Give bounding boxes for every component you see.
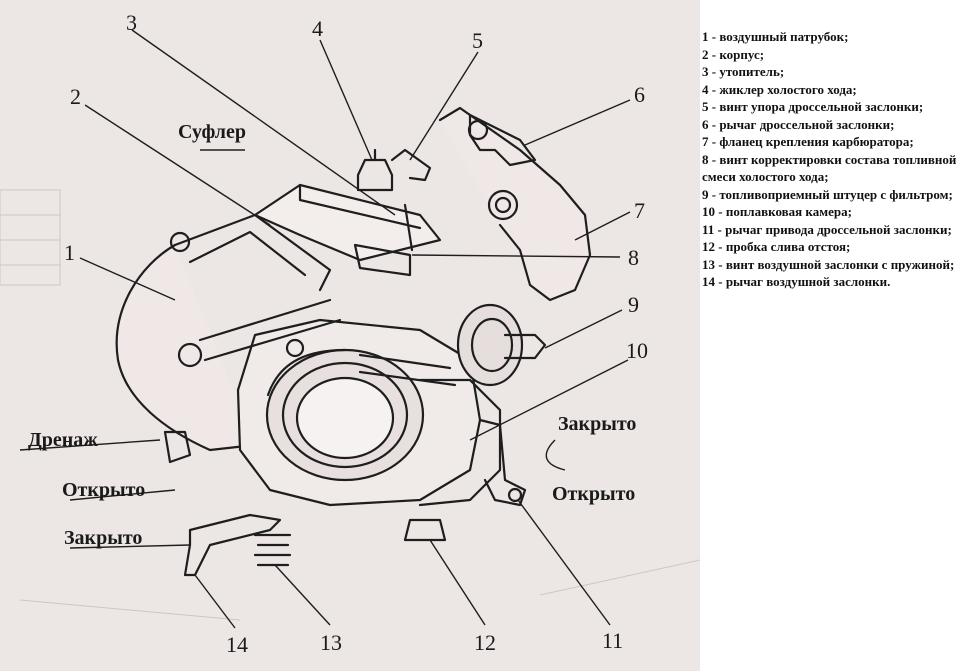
legend-item: 9 - топливоприемный штуцер с фильтром; — [702, 186, 953, 202]
legend-item: 12 - пробка слива отстоя; — [702, 239, 851, 254]
legend-item: 4 - жиклер холостого хода; — [702, 81, 857, 97]
legend-item: 5 - винт упора дроссельной заслонки; — [702, 99, 924, 114]
callout-5: 5 — [472, 28, 483, 53]
leader-lines — [19, 29, 631, 629]
callout-2: 2 — [70, 84, 81, 109]
label-drenazh: Дренаж — [28, 429, 98, 451]
callout-8: 8 — [628, 245, 639, 270]
callout-9: 9 — [628, 292, 639, 317]
legend-item: 8 - винт корректировки состава топливной… — [702, 151, 957, 185]
legend-item: 10 - поплавковая камера; — [702, 204, 852, 219]
carburetor-drawing: 3 4 5 2 6 7 1 8 9 10 14 13 12 11 Суфлер … — [0, 0, 700, 671]
legend-item: 2 - корпус; — [702, 46, 765, 62]
legend-item: 11 - рычаг привода дроссельной заслонки; — [702, 221, 952, 237]
callout-7: 7 — [634, 198, 645, 223]
label-zakryto-left: Закрыто — [64, 527, 142, 549]
label-zakryto-right: Закрыто — [558, 413, 636, 435]
legend-item: 14 - рычаг воздушной заслонки. — [702, 274, 891, 289]
callout-3: 3 — [126, 10, 137, 35]
parts-legend: 1 - воздушный патрубок; 2 - корпус; 3 - … — [702, 28, 974, 291]
legend-item: 6 - рычаг дроссельной заслонки; — [702, 116, 895, 132]
legend-item: 7 - фланец крепления карбюратора; — [702, 134, 914, 149]
background-artifacts — [0, 189, 700, 621]
callout-14: 14 — [226, 632, 248, 657]
callout-13: 13 — [320, 630, 342, 655]
legend-item: 1 - воздушный патрубок; — [702, 29, 849, 44]
callout-10: 10 — [626, 338, 648, 363]
callout-1: 1 — [64, 240, 75, 265]
legend-item: 13 - винт воздушной заслонки с пружиной; — [702, 256, 955, 272]
label-sufler: Суфлер — [178, 121, 246, 143]
callout-4: 4 — [312, 16, 323, 41]
legend-item: 3 - утопитель; — [702, 64, 785, 79]
callout-6: 6 — [634, 82, 645, 107]
label-otkryto-left: Открыто — [62, 479, 145, 501]
callout-11: 11 — [602, 628, 623, 653]
carburetor-body — [115, 106, 592, 577]
carburetor-svg: 3 4 5 2 6 7 1 8 9 10 14 13 12 11 Суфлер … — [0, 10, 700, 657]
label-otkryto-right: Открыто — [552, 483, 635, 505]
callout-12: 12 — [474, 630, 496, 655]
